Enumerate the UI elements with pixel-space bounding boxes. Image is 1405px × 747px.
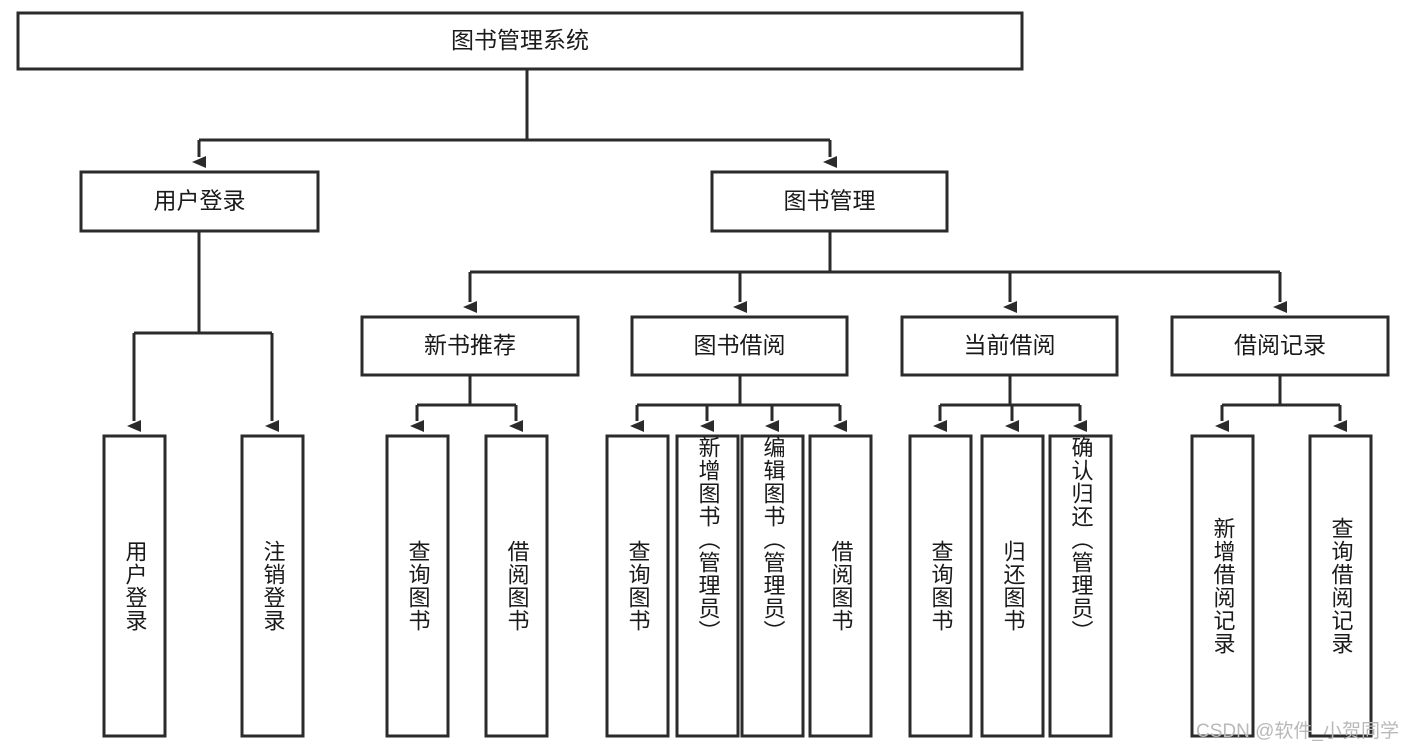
connectors-layer (127, 69, 1347, 432)
node-leaf-query-book-borrow-box[interactable] (605, 434, 670, 738)
node-leaf-add-borrow-record-box[interactable] (1190, 434, 1255, 738)
node-leaf-user-logout-box[interactable] (240, 434, 305, 738)
node-new-book-recommend-box[interactable] (360, 315, 580, 377)
node-borrow-record-box[interactable] (1170, 315, 1390, 377)
node-leaf-query-borrow-record-box[interactable] (1308, 434, 1373, 738)
node-current-borrow-box[interactable] (900, 315, 1119, 377)
node-user-login-label: 用户登录 (154, 188, 246, 214)
node-user-login-box[interactable] (79, 170, 320, 233)
node-leaf-query-book-recommend-box[interactable] (385, 434, 450, 738)
node-borrow-record-label: 借阅记录 (1234, 332, 1326, 358)
root-node-box[interactable] (16, 11, 1024, 71)
node-leaf-return-book-box[interactable] (980, 434, 1045, 738)
node-leaf-add-book-box[interactable] (675, 434, 740, 738)
node-leaf-borrow-book-box[interactable] (808, 434, 873, 738)
node-book-manage-label: 图书管理 (784, 188, 876, 214)
node-leaf-borrow-book-recommend-box[interactable] (484, 434, 549, 738)
node-book-manage-box[interactable] (710, 170, 949, 233)
node-leaf-user-login-box[interactable] (102, 434, 167, 738)
node-new-book-recommend-label: 新书推荐 (424, 332, 516, 358)
node-book-borrow-label: 图书借阅 (694, 332, 786, 358)
node-book-borrow-box[interactable] (630, 315, 849, 377)
root-node-label: 图书管理系统 (451, 27, 589, 53)
node-current-borrow-label: 当前借阅 (964, 332, 1056, 358)
node-leaf-confirm-return-box[interactable] (1048, 434, 1113, 738)
node-leaf-query-book-current-box[interactable] (908, 434, 973, 738)
node-leaf-edit-book-box[interactable] (740, 434, 805, 738)
